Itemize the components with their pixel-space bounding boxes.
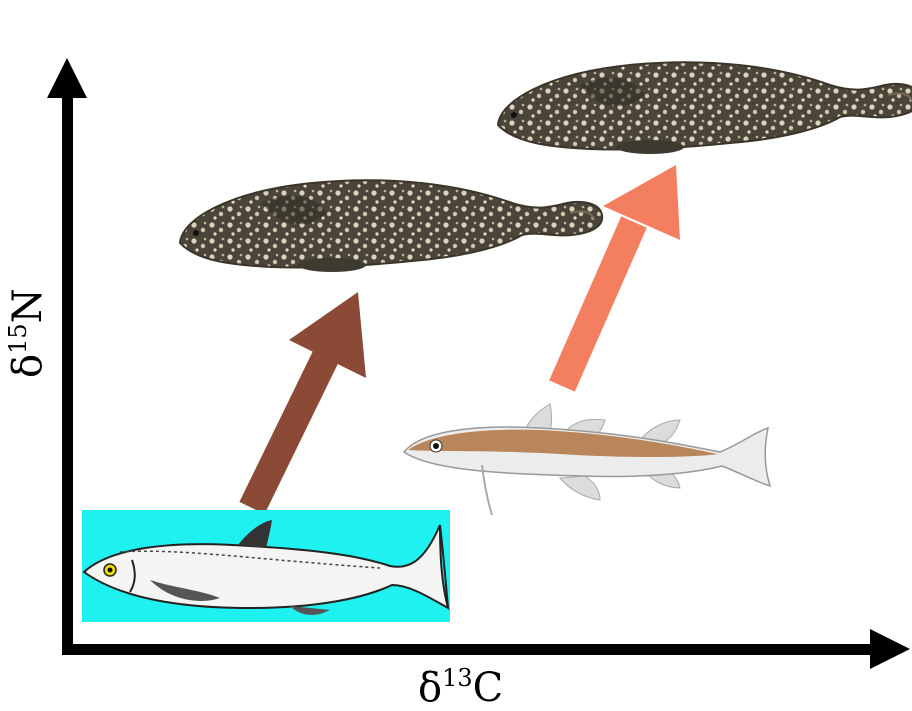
y-axis-element: N [5, 288, 51, 323]
ringed-seal-upper-icon [498, 62, 912, 154]
arctic-cod-icon [404, 404, 770, 515]
x-axis-arrowhead [870, 629, 910, 669]
y-axis-label: δ15N [8, 288, 48, 378]
trophic-arrow-left [252, 292, 366, 508]
y-axis-symbol: δ [5, 354, 51, 378]
y-axis-line [62, 90, 73, 652]
x-axis-label: δ13C [418, 668, 503, 708]
x-axis-line [62, 644, 890, 655]
trophic-arrow-right [562, 165, 680, 386]
x-axis-symbol: δ [418, 665, 442, 711]
ringed-seal-lower-icon [180, 180, 602, 272]
x-axis-mass-number: 13 [442, 664, 473, 692]
y-axis-arrowhead [47, 58, 87, 98]
x-axis-element: C [473, 665, 504, 711]
salmon-icon [82, 510, 450, 622]
y-axis-mass-number: 15 [4, 323, 32, 354]
